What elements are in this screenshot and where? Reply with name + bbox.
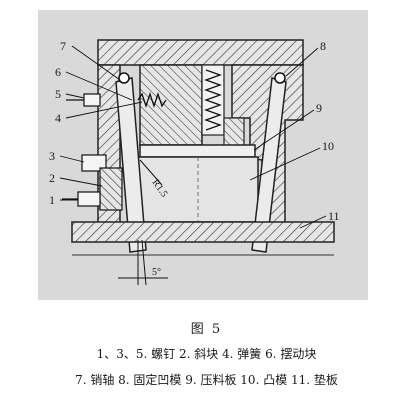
spring-horizontal xyxy=(137,91,167,109)
part-number-2: 2 xyxy=(49,171,55,185)
angle-label: 5° xyxy=(152,267,161,278)
spring-cavity xyxy=(201,64,225,136)
legend-line-1: 1、3、5. 螺钉 2. 斜块 4. 弹簧 6. 摆动块 xyxy=(96,347,317,361)
pin-7-left xyxy=(118,72,130,84)
right-small-block xyxy=(223,117,245,149)
part-number-9: 9 xyxy=(316,101,322,115)
part-number-7: 7 xyxy=(60,39,66,53)
part-number-10: 10 xyxy=(322,139,334,153)
pressure-plate-9 xyxy=(139,144,256,158)
part-number-4: 4 xyxy=(55,111,61,125)
angle-ref-tilted xyxy=(141,239,147,286)
part-number-11: 11 xyxy=(328,209,340,223)
spring-vertical xyxy=(204,69,222,131)
screw-3 xyxy=(81,154,107,172)
figure-caption: 图 5 xyxy=(190,322,223,337)
screw-1 xyxy=(77,191,101,207)
part-number-6: 6 xyxy=(55,65,61,79)
leader-lines xyxy=(59,45,327,229)
part-number-5: 5 xyxy=(55,87,61,101)
upper-plate xyxy=(97,39,304,66)
legend-line-2: 7. 销轴 8. 固定凹模 9. 压料板 10. 凸模 11. 垫板 xyxy=(75,373,338,387)
pin-7-right xyxy=(274,72,286,84)
radius-leader xyxy=(139,159,163,186)
part-number-8: 8 xyxy=(320,39,326,53)
wedge-2 xyxy=(99,167,123,211)
part-number-1: 1 xyxy=(49,193,55,207)
part-number-3: 3 xyxy=(49,149,55,163)
center-block xyxy=(139,64,203,146)
mechanism-diagram: R1.5 5° 7 6 5 4 3 2 1 8 9 10 11 xyxy=(38,10,368,300)
screw-5 xyxy=(83,93,101,107)
backing-plate-11 xyxy=(71,221,335,243)
